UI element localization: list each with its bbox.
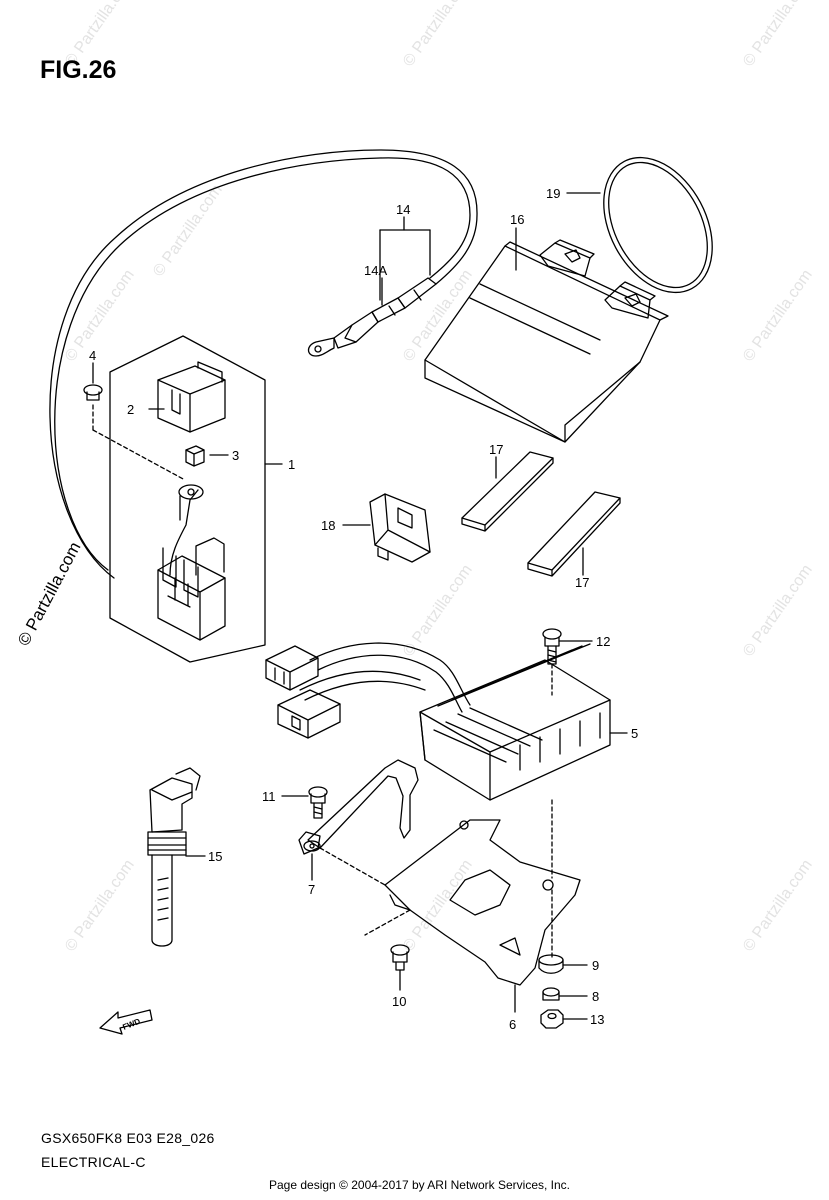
copyright-notice: Page design © 2004-2017 by ARI Network S… — [269, 1178, 571, 1192]
cushion-upper — [461, 451, 554, 532]
callout-14: 14 — [396, 202, 410, 217]
leader-lines — [92, 192, 628, 1020]
callout-labels: 1 2 3 4 5 6 7 8 9 10 11 12 13 14 14A 15 … — [89, 186, 638, 1032]
battery-cable — [49, 149, 478, 579]
nut — [540, 1009, 564, 1029]
ignition-coil — [147, 767, 201, 947]
callout-17-upper: 17 — [489, 442, 503, 457]
callout-1: 1 — [288, 457, 295, 472]
bolt-11 — [308, 786, 328, 819]
bolt-12 — [542, 628, 562, 879]
bracket-7 — [298, 759, 419, 886]
mounting-plate — [364, 819, 581, 986]
callout-17-lower: 17 — [575, 575, 589, 590]
figure-name: ELECTRICAL-C — [41, 1154, 146, 1170]
callout-12: 12 — [596, 634, 610, 649]
callout-14a: 14A — [364, 263, 387, 278]
callout-18: 18 — [321, 518, 335, 533]
callout-5: 5 — [631, 726, 638, 741]
callout-9: 9 — [592, 958, 599, 973]
collar — [542, 987, 560, 1001]
figure-code: GSX650FK8 E03 E28_026 — [41, 1130, 215, 1146]
regulator-rectifier — [265, 642, 611, 801]
bolt-10 — [390, 944, 410, 971]
figure-title: FIG.26 — [40, 56, 117, 84]
callout-11: 11 — [262, 789, 276, 804]
callout-7: 7 — [308, 882, 315, 897]
callout-13: 13 — [590, 1012, 604, 1027]
grommet — [538, 954, 564, 974]
callout-4: 4 — [89, 348, 96, 363]
fwd-arrow-icon — [99, 1009, 153, 1035]
callout-19: 19 — [546, 186, 560, 201]
starter-relay-assembly — [83, 335, 266, 663]
callout-8: 8 — [592, 989, 599, 1004]
callout-10: 10 — [392, 994, 406, 1009]
callout-16: 16 — [510, 212, 524, 227]
callout-6: 6 — [509, 1017, 516, 1032]
callout-2: 2 — [127, 402, 134, 417]
callout-15: 15 — [208, 849, 222, 864]
sensor-unit — [369, 493, 431, 563]
cushion-lower — [527, 491, 621, 577]
o-ring — [603, 156, 713, 294]
callout-3: 3 — [232, 448, 239, 463]
ecm-unit — [424, 239, 669, 443]
